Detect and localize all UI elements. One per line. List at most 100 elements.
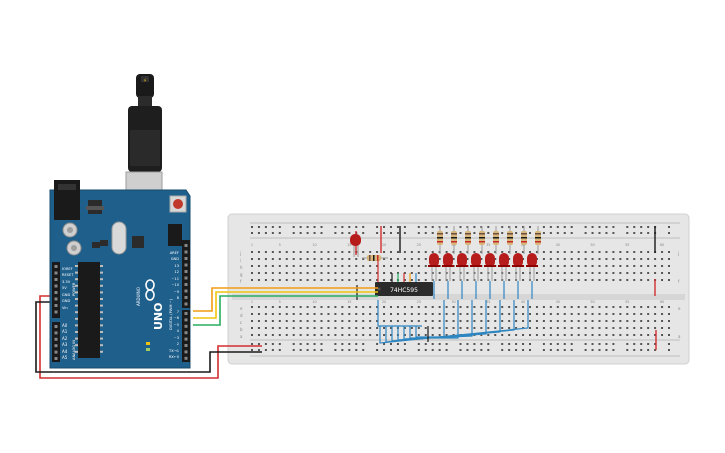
- breadboard-hole[interactable]: [264, 320, 267, 322]
- breadboard-hole[interactable]: [306, 258, 309, 260]
- breadboard-hole[interactable]: [591, 306, 594, 308]
- breadboard-hole[interactable]: [508, 272, 511, 274]
- breadboard-hole[interactable]: [355, 226, 358, 228]
- breadboard-hole[interactable]: [563, 265, 566, 267]
- breadboard-hole[interactable]: [313, 327, 316, 329]
- breadboard-hole[interactable]: [508, 320, 511, 322]
- breadboard-hole[interactable]: [522, 272, 525, 274]
- breadboard-hole[interactable]: [556, 349, 559, 351]
- breadboard-hole[interactable]: [647, 251, 650, 253]
- breadboard-hole[interactable]: [549, 320, 552, 322]
- breadboard-hole[interactable]: [570, 320, 573, 322]
- breadboard-hole[interactable]: [626, 313, 629, 315]
- breadboard-hole[interactable]: [563, 349, 566, 351]
- breadboard-hole[interactable]: [480, 279, 483, 281]
- breadboard-hole[interactable]: [320, 320, 323, 322]
- breadboard-hole[interactable]: [612, 349, 615, 351]
- breadboard-hole[interactable]: [452, 272, 455, 274]
- breadboard-hole[interactable]: [292, 272, 295, 274]
- breadboard-hole[interactable]: [522, 251, 525, 253]
- breadboard-hole[interactable]: [556, 272, 559, 274]
- breadboard-hole[interactable]: [355, 306, 358, 308]
- arduino-uno[interactable]: ⚡: [49, 74, 191, 369]
- breadboard-hole[interactable]: [626, 349, 629, 351]
- breadboard-hole[interactable]: [612, 251, 615, 253]
- breadboard-hole[interactable]: [466, 306, 469, 308]
- breadboard-hole[interactable]: [306, 313, 309, 315]
- breadboard-hole[interactable]: [410, 251, 413, 253]
- breadboard-hole[interactable]: [591, 226, 594, 228]
- breadboard-hole[interactable]: [348, 251, 351, 253]
- breadboard-hole[interactable]: [445, 320, 448, 322]
- breadboard-hole[interactable]: [480, 306, 483, 308]
- breadboard-hole[interactable]: [438, 343, 441, 345]
- breadboard-hole[interactable]: [563, 232, 566, 234]
- breadboard-hole[interactable]: [661, 258, 664, 260]
- breadboard-hole[interactable]: [369, 272, 372, 274]
- breadboard-hole[interactable]: [570, 343, 573, 345]
- breadboard-hole[interactable]: [334, 279, 337, 281]
- breadboard-hole[interactable]: [390, 343, 392, 345]
- breadboard-hole[interactable]: [369, 265, 372, 267]
- breadboard-hole[interactable]: [535, 334, 538, 336]
- breadboard-hole[interactable]: [501, 320, 504, 322]
- breadboard-hole[interactable]: [424, 313, 427, 315]
- breadboard-hole[interactable]: [549, 258, 552, 260]
- header-pin[interactable]: [54, 331, 58, 335]
- breadboard-hole[interactable]: [549, 349, 552, 351]
- breadboard-hole[interactable]: [251, 327, 253, 329]
- breadboard-hole[interactable]: [424, 320, 427, 322]
- breadboard-hole[interactable]: [605, 272, 608, 274]
- breadboard-hole[interactable]: [383, 349, 386, 351]
- breadboard-hole[interactable]: [445, 343, 448, 345]
- breadboard-hole[interactable]: [264, 258, 267, 260]
- breadboard-hole[interactable]: [633, 258, 636, 260]
- breadboard-hole[interactable]: [445, 334, 448, 336]
- breadboard-hole[interactable]: [529, 313, 531, 315]
- breadboard-hole[interactable]: [403, 251, 406, 253]
- breadboard-hole[interactable]: [348, 279, 351, 281]
- breadboard-hole[interactable]: [390, 327, 392, 329]
- breadboard-hole[interactable]: [327, 306, 330, 308]
- header-pin[interactable]: [184, 356, 188, 360]
- breadboard-hole[interactable]: [285, 327, 288, 329]
- breadboard-hole[interactable]: [327, 279, 330, 281]
- breadboard-hole[interactable]: [271, 306, 274, 308]
- breadboard-hole[interactable]: [612, 258, 615, 260]
- breadboard-hole[interactable]: [257, 313, 260, 315]
- breadboard-hole[interactable]: [362, 320, 365, 322]
- breadboard-hole[interactable]: [577, 258, 580, 260]
- breadboard-hole[interactable]: [313, 272, 316, 274]
- breadboard-hole[interactable]: [383, 232, 386, 234]
- breadboard-hole[interactable]: [570, 258, 573, 260]
- breadboard-hole[interactable]: [390, 251, 392, 253]
- breadboard-hole[interactable]: [598, 226, 601, 228]
- breadboard-hole[interactable]: [556, 232, 559, 234]
- breadboard-hole[interactable]: [424, 272, 427, 274]
- breadboard-hole[interactable]: [535, 306, 538, 308]
- breadboard-hole[interactable]: [383, 313, 386, 315]
- breadboard-hole[interactable]: [654, 349, 657, 351]
- breadboard-hole[interactable]: [549, 306, 552, 308]
- led-with-resistor[interactable]: [512, 226, 527, 281]
- breadboard-hole[interactable]: [640, 343, 643, 345]
- breadboard-hole[interactable]: [522, 320, 525, 322]
- breadboard-hole[interactable]: [633, 306, 636, 308]
- breadboard-hole[interactable]: [334, 349, 337, 351]
- breadboard-hole[interactable]: [257, 265, 260, 267]
- breadboard-hole[interactable]: [396, 258, 399, 260]
- breadboard-hole[interactable]: [633, 349, 636, 351]
- led-with-resistor[interactable]: [470, 226, 485, 281]
- breadboard-hole[interactable]: [424, 306, 427, 308]
- breadboard-hole[interactable]: [577, 320, 580, 322]
- breadboard-hole[interactable]: [362, 349, 365, 351]
- breadboard-hole[interactable]: [264, 272, 267, 274]
- breadboard-hole[interactable]: [452, 306, 455, 308]
- breadboard-hole[interactable]: [355, 313, 358, 315]
- breadboard-hole[interactable]: [341, 251, 344, 253]
- breadboard-hole[interactable]: [390, 349, 392, 351]
- breadboard-hole[interactable]: [501, 343, 504, 345]
- breadboard-hole[interactable]: [640, 258, 643, 260]
- breadboard-hole[interactable]: [508, 251, 511, 253]
- breadboard-hole[interactable]: [473, 343, 476, 345]
